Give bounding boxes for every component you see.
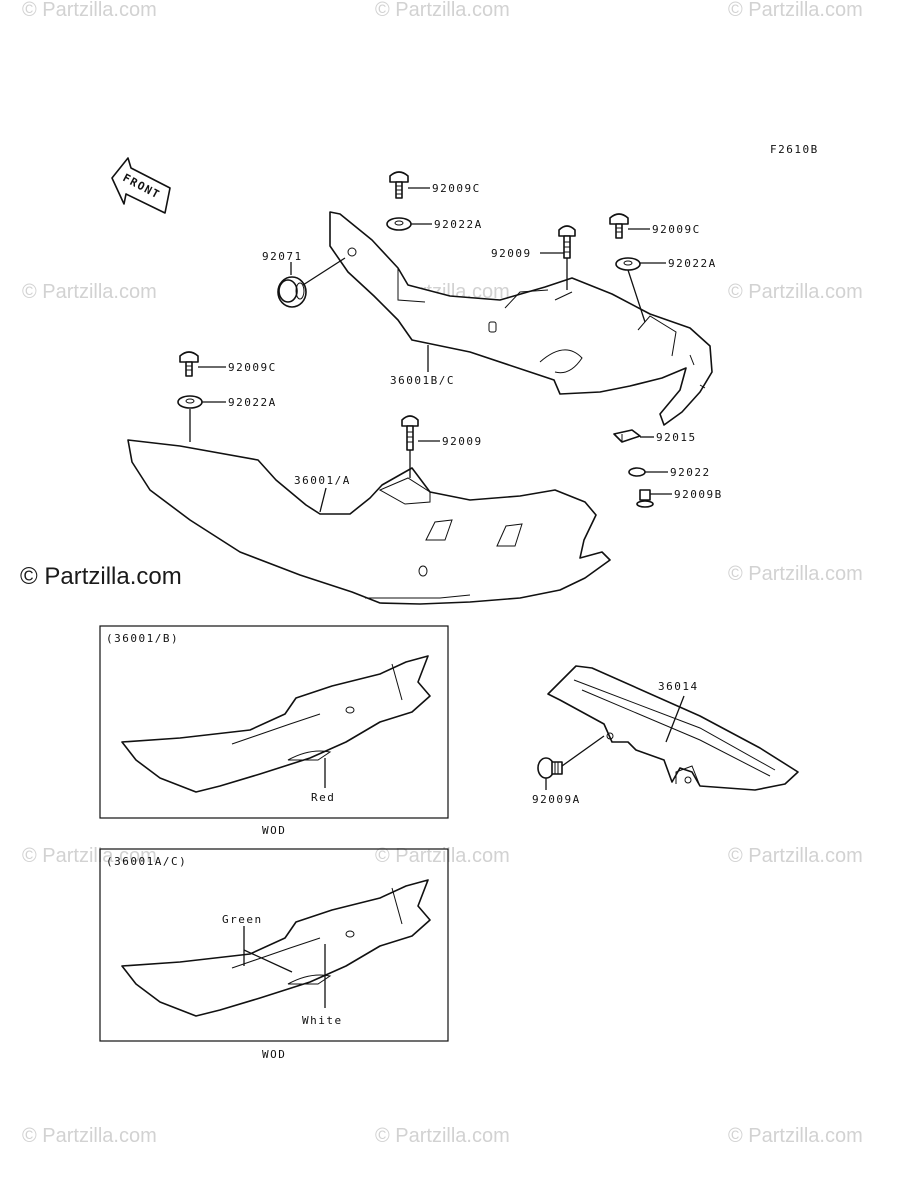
part-label: 92022 [670,466,711,479]
watermark: © Partzilla.com [728,0,863,21]
color-label-white: White [302,1014,343,1027]
seat-cowl-upper-36001BC [329,211,713,426]
part-label: 92071 [262,250,303,263]
clip-92009A [537,757,563,779]
inset-title: (36001A/C) [106,855,187,868]
watermark: © Partzilla.com [22,0,157,21]
part-label: 92009C [432,182,481,195]
grommet-92071 [277,276,307,308]
part-label: 92009C [652,223,701,236]
clip-92015 [613,429,641,443]
washer-92022A-right [615,257,641,271]
color-label-red: Red [311,791,335,804]
watermark: © Partzilla.com [728,281,863,303]
part-label: 92009A [532,793,581,806]
watermark: © Partzilla.com [728,1125,863,1147]
watermark: © Partzilla.com [728,563,863,585]
inset-box-36001AC [99,848,449,1042]
part-label: 36001/A [294,474,351,487]
watermark: © Partzilla.com [22,1125,157,1147]
part-label: 92009 [491,247,532,260]
part-label: 92022A [228,396,277,409]
watermark: © Partzilla.com [728,845,863,867]
color-label-green: Green [222,913,263,926]
inset-title: (36001/B) [106,632,179,645]
cowl-variant-red [121,655,431,793]
part-label: 92009C [228,361,277,374]
washer-92022 [628,467,646,477]
cowl-variant-green-white [121,879,431,1017]
screw-92009C-left [179,351,199,377]
part-label: 92009B [674,488,723,501]
washer-92022A-left [177,395,203,409]
chain-guard-36014 [547,665,799,791]
watermark: © Partzilla.com [375,0,510,21]
seat-cowl-lower-36001A [127,439,611,605]
part-label: 92022A [434,218,483,231]
part-label: 92015 [656,431,697,444]
inset-caption: WOD [262,1048,286,1061]
watermark-main: © Partzilla.com [20,563,182,590]
part-label: 92022A [668,257,717,270]
screw-92009C-right [609,213,629,239]
screw-92009C-top [389,171,409,199]
part-label: 36001B/C [390,374,455,387]
watermark: © Partzilla.com [375,1125,510,1147]
inset-box-36001B [99,625,449,819]
watermark: © Partzilla.com [375,845,510,867]
part-label: 36014 [658,680,699,693]
screw-92009B [636,489,654,508]
figure-code: F2610B [770,143,819,156]
watermark: © Partzilla.com [22,281,157,303]
bolt-92009-lower [401,415,419,451]
part-label: 92009 [442,435,483,448]
front-arrow-icon: FRONT [111,157,171,214]
inset-caption: WOD [262,824,286,837]
washer-92022A-top [386,217,412,231]
watermark: © Partzilla.com [22,845,157,867]
